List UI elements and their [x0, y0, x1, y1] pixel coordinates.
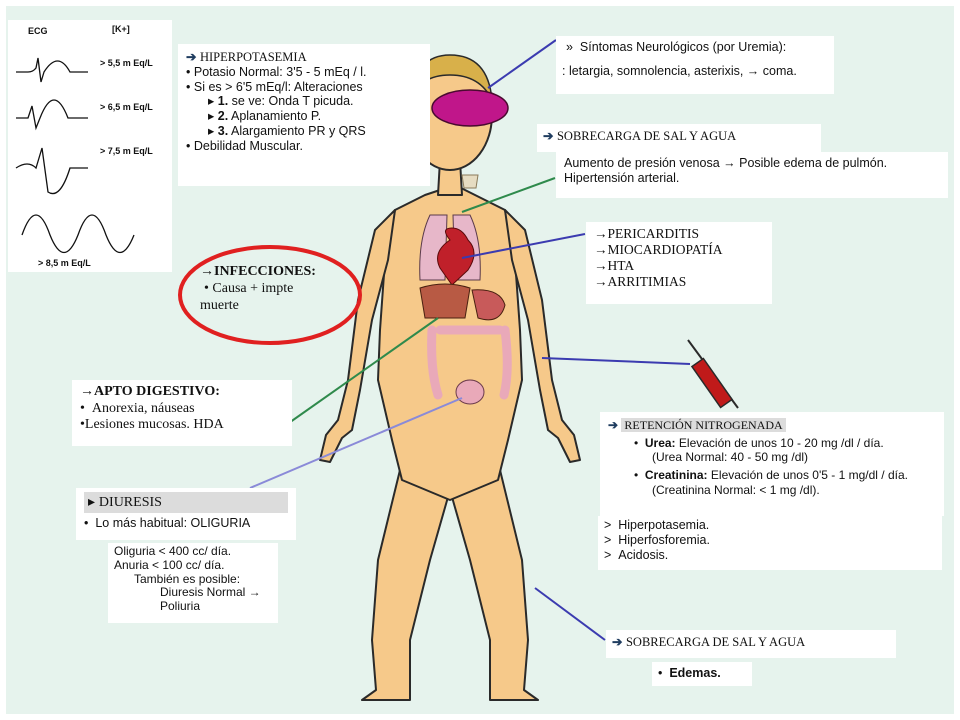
neuro-box: » Síntomas Neurológicos (por Uremia): : …	[556, 36, 834, 94]
stomach-icon	[471, 289, 506, 321]
ecg-level-2: > 6,5 m Eq/L	[100, 102, 153, 112]
diuresis-line: Oliguria < 400 cc/ día.	[114, 544, 232, 558]
infecciones-line: muerte	[200, 297, 239, 313]
diuresis-line: También es posible:	[134, 571, 241, 586]
sobrecarga-top-details: Aumento de presión venosa → Posible edem…	[556, 152, 948, 198]
retencion-title: RETENCIÓN NITROGENADA	[621, 418, 786, 432]
brain-icon	[431, 89, 509, 127]
infection-highlight-ring	[178, 245, 362, 345]
intestines-icon	[427, 325, 512, 400]
digestivo-line: Lesiones mucosas. HDA	[84, 417, 224, 433]
arrow-right-icon: ➔	[543, 129, 554, 143]
retencion-sub: (Creatinina Normal: < 1 mg /dl).	[652, 482, 820, 497]
sobrecarga-top-box: ➔ SOBRECARGA DE SAL Y AGUA	[537, 124, 821, 152]
retencion-extra-item: Hiperpotasemia.	[618, 518, 710, 532]
ecg-traces	[15, 57, 135, 254]
cardio-box: →PERICARDITIS →MIOCARDIOPATÍA →HTA →ARRI…	[586, 222, 772, 304]
infecciones-title: INFECCIONES:	[214, 264, 316, 279]
retencion-item: Elevación de unos 0'5 - 1 mg/dl / día.	[707, 468, 908, 483]
hiperpotasemia-subitem: se ve: Onda T picuda.	[231, 94, 354, 109]
sobrecarga-bottom-details: • Edemas.	[652, 662, 752, 686]
thyroid-icon	[461, 174, 479, 189]
sobrecarga-bottom-title: SOBRECARGA DE SAL Y AGUA	[625, 635, 806, 649]
heart-icon	[437, 227, 475, 286]
ecg-level-4: > 8,5 m Eq/L	[38, 258, 91, 268]
retencion-box: ➔ RETENCIÓN NITROGENADA • Urea: Elevació…	[600, 412, 944, 516]
ecg-trace-2	[16, 99, 88, 131]
cardio-item: PERICARDITIS	[607, 226, 700, 241]
diuresis-title: DIURESIS	[98, 495, 162, 510]
sobrecarga-line: Hipertensión arterial.	[564, 170, 680, 185]
sobrecarga-top-title: SOBRECARGA DE SAL Y AGUA	[556, 129, 737, 143]
diuresis-details: Oliguria < 400 cc/ día. Anuria < 100 cc/…	[108, 543, 278, 623]
arrow-right-icon: ➔	[186, 50, 197, 64]
retencion-sub: (Urea Normal: 40 - 50 mg /dl)	[652, 450, 809, 465]
ecg-trace-1	[16, 57, 88, 83]
infecciones-line: Causa + impte	[212, 280, 294, 296]
diuresis-box: ▸ DIURESIS • Lo más habitual: OLIGURIA	[76, 488, 296, 540]
ecg-header: ECG	[28, 26, 48, 36]
diuresis-line: Poliuria	[160, 599, 201, 614]
hiperpotasemia-title: HIPERPOTASEMIA	[199, 50, 307, 64]
cardio-item: HTA	[607, 257, 635, 273]
diuresis-line: Diuresis Normal →	[160, 585, 261, 600]
sobrecarga-line: Aumento de presión venosa → Posible edem…	[564, 156, 888, 170]
cardio-item: ARRITIMIAS	[607, 273, 687, 289]
ecg-trace-3	[15, 147, 88, 195]
body-silhouette	[319, 59, 581, 701]
hiperpotasemia-subitem: Alargamiento PR y QRS	[230, 123, 366, 138]
connector-lines	[249, 39, 691, 641]
retencion-extra-item: Hiperfosforemia.	[618, 532, 710, 547]
digestivo-box: →APTO DIGESTIVO: • Anorexia, náuseas •Le…	[72, 380, 292, 446]
potassium-header: [K+]	[112, 24, 130, 34]
digestivo-title: APTO DIGESTIVO:	[94, 384, 220, 399]
diuresis-line: Anuria < 100 cc/ día.	[114, 557, 225, 572]
neuro-title: Síntomas Neurológicos (por Uremia):	[579, 40, 787, 54]
liver-icon	[419, 283, 471, 319]
diuresis-item: Lo más habitual: OLIGURIA	[95, 515, 251, 530]
sobrecarga-bottom-item: Edemas.	[669, 666, 721, 680]
infecciones-label: →INFECCIONES: • Causa + impte muerte	[200, 264, 350, 314]
hiperpotasemia-item: Debilidad Muscular.	[193, 138, 303, 153]
retencion-extra: > Hiperpotasemia. > Hiperfosforemia. > A…	[598, 516, 942, 570]
ecg-level-3: > 7,5 m Eq/L	[100, 146, 153, 156]
retencion-item: Elevación de unos 10 - 20 mg /dl / día.	[675, 436, 884, 451]
bladder-icon	[455, 379, 485, 405]
sobrecarga-bottom-box: ➔ SOBRECARGA DE SAL Y AGUA	[606, 630, 896, 658]
syringe-icon	[687, 339, 739, 409]
ecg-panel: ECG [K+] > 5,5 m Eq/L > 6,5 m Eq/L > 7,5…	[8, 20, 172, 272]
arrow-right-icon: ➔	[612, 635, 623, 649]
arrow-right-icon: ➔	[608, 418, 619, 432]
digestivo-line: Anorexia, náuseas	[91, 400, 195, 416]
hiperpotasemia-item: Potasio Normal: 3'5 - 5 mEq / l.	[193, 64, 367, 79]
neuro-text: : letargia, somnolencia, asterixis, → co…	[562, 63, 797, 78]
hiperpotasemia-box: ➔ HIPERPOTASEMIA • Potasio Normal: 3'5 -…	[178, 44, 430, 186]
retencion-extra-item: Acidosis.	[618, 547, 669, 562]
hiperpotasemia-subitem: Aplanamiento P.	[230, 109, 322, 123]
hiperpotasemia-item: Si es > 6'5 mEq/l: Alteraciones	[193, 79, 363, 94]
ecg-trace-4	[21, 214, 135, 254]
cardio-item: MIOCARDIOPATÍA	[607, 241, 723, 257]
ecg-level-1: > 5,5 m Eq/L	[100, 58, 153, 68]
